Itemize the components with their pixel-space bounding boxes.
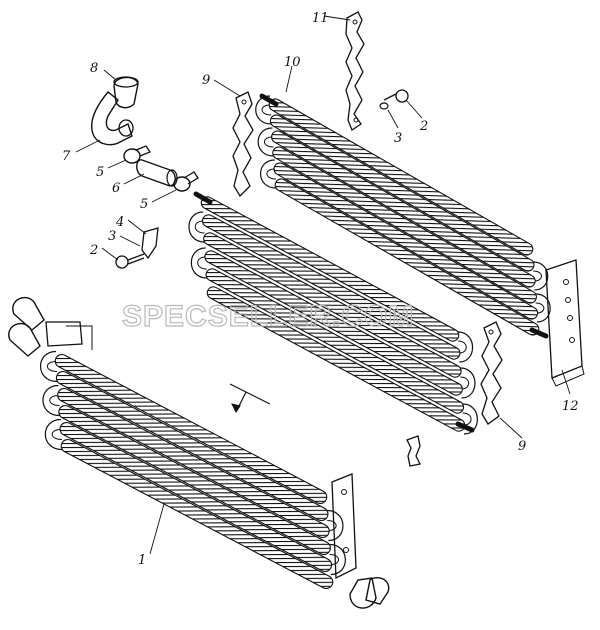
tube-bend-inner <box>263 136 274 148</box>
hose-clamp-5a <box>123 145 151 164</box>
tube-bend <box>257 127 274 157</box>
finned-tube <box>58 404 331 556</box>
callout-4: 4 <box>115 215 124 230</box>
watermark-text: SPECSELLER.COM <box>122 300 414 333</box>
tube-bend <box>40 350 58 383</box>
bracket-4 <box>141 227 159 260</box>
finned-tube <box>54 353 328 505</box>
cap-part-8 <box>113 76 139 109</box>
tube-bend <box>535 293 551 323</box>
callout-10: 10 <box>284 55 301 70</box>
tube-bend <box>462 403 478 435</box>
finned-tube <box>60 438 334 590</box>
tube-bend-inner <box>261 104 272 116</box>
tube-bend <box>329 543 346 576</box>
inlet-fittings <box>8 296 390 609</box>
callout-2: 2 <box>419 119 428 134</box>
finned-tube <box>201 214 461 360</box>
bottom-bracket <box>331 473 357 580</box>
tube-bend-inner <box>327 520 337 531</box>
bolt-2a <box>115 253 145 269</box>
finned-tube <box>204 250 463 396</box>
callout-9: 9 <box>518 439 526 454</box>
tube-bend-inner <box>49 395 60 406</box>
tube-bend <box>460 367 476 399</box>
tube-bend-inner <box>535 302 545 314</box>
finned-tube <box>273 162 539 320</box>
tube-bend <box>533 261 549 291</box>
finned-tube <box>55 370 329 522</box>
tube-bend-inner <box>457 340 467 354</box>
tube-bend-inner <box>460 376 470 390</box>
tube-bend <box>190 247 207 279</box>
callout-9: 9 <box>202 73 210 88</box>
clamp-strip-right <box>480 321 503 425</box>
callout-11: 11 <box>312 11 329 26</box>
callout-12: 12 <box>562 399 579 414</box>
finned-tube <box>57 387 330 539</box>
finned-tube <box>59 421 333 573</box>
tube-bend <box>42 384 60 417</box>
tube-bend-inner <box>46 361 58 372</box>
hose-6 <box>136 159 178 187</box>
clamp-strip-left <box>232 91 254 198</box>
spring-clip <box>406 435 421 467</box>
mounting-bracket <box>545 259 585 387</box>
finned-tube <box>271 130 536 288</box>
tube-bend <box>260 159 277 189</box>
hose-clamp-5b <box>173 171 199 192</box>
tube-bend <box>44 418 63 451</box>
bolt-2b <box>383 89 409 103</box>
upper-heater-coil <box>255 93 551 339</box>
callout-3: 3 <box>108 229 116 244</box>
callout-labels: 8 7 5 6 5 4 3 2 9 10 11 2 3 12 9 1 <box>62 11 579 568</box>
callout-5: 5 <box>140 197 148 212</box>
callout-6: 6 <box>112 181 120 196</box>
tube-bend-inner <box>462 412 472 426</box>
elbow-pipe-7 <box>91 91 134 146</box>
finned-tube <box>203 232 462 378</box>
assembled-heater-coil <box>40 350 346 590</box>
tube-bend-inner <box>197 256 207 270</box>
tube-bend <box>327 509 344 542</box>
tube-bend-inner <box>329 554 340 565</box>
callout-7: 7 <box>62 149 71 164</box>
leader-lines <box>75 15 571 555</box>
callout-2: 2 <box>89 243 98 258</box>
tube-bend-inner <box>194 220 205 234</box>
assembly-arrow <box>229 383 271 413</box>
finned-tube <box>205 268 465 414</box>
tube-bend-inner <box>51 429 63 440</box>
finned-tube <box>269 114 535 272</box>
tube-bend <box>188 211 205 243</box>
callout-3: 3 <box>394 131 402 146</box>
tube-bend-inner <box>533 270 542 282</box>
callout-5: 5 <box>96 165 104 180</box>
finned-tube <box>272 146 537 304</box>
clamp-strip-top <box>345 11 365 131</box>
washer-3b <box>379 102 389 110</box>
tube-bend <box>457 331 474 363</box>
tube-bend-inner <box>266 168 277 180</box>
middle-heater-coil <box>188 191 478 435</box>
callout-1: 1 <box>138 553 146 568</box>
callout-8: 8 <box>90 61 98 76</box>
